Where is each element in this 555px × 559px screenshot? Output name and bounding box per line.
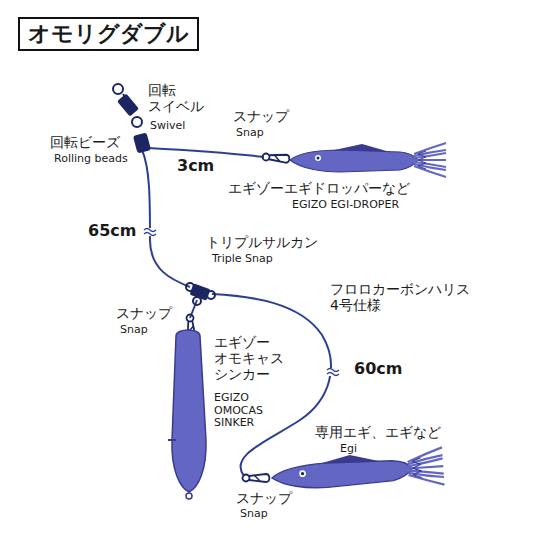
part-label: 専用エギ、エギなど <box>315 424 441 440</box>
english-label: Snap <box>236 127 264 140</box>
swivel-symbol <box>113 84 142 127</box>
english-label: EGIZO EGI-DROPER <box>292 199 399 212</box>
title-box: オモリグダブル <box>18 17 199 51</box>
line-segment <box>148 148 264 157</box>
length-label: 65cm <box>86 222 138 240</box>
english-label: Egi <box>340 443 357 456</box>
length-label: 3cm <box>175 157 216 175</box>
triple-swivel-symbol <box>186 283 215 305</box>
length-break-mark <box>326 368 340 376</box>
part-label: 回転 スイベル <box>148 82 204 114</box>
egi-dropper-lure <box>290 143 446 177</box>
english-label: Rolling beads <box>54 153 128 166</box>
snap-symbol <box>262 153 289 163</box>
length-label: 60cm <box>352 360 404 378</box>
snap-symbol <box>243 474 270 482</box>
english-label: Snap <box>120 324 148 337</box>
part-label: フロロカーボンハリス 4号仕様 <box>330 281 470 313</box>
part-label: スナップ <box>236 490 292 506</box>
egi-lure <box>271 447 445 496</box>
part-label: スナップ <box>116 305 172 321</box>
part-label: スナップ <box>233 108 289 124</box>
english-label: Triple Snap <box>212 253 273 266</box>
english-label: EGIZO OMOCAS SINKER <box>214 392 263 430</box>
rolling-bead <box>133 132 151 153</box>
length-break-mark <box>143 228 157 236</box>
part-label: トリプルサルカン <box>206 234 318 250</box>
sinker-symbol <box>168 330 206 499</box>
line-segment <box>212 294 331 476</box>
english-label: Swivel <box>150 120 185 133</box>
part-label: エギゾー オモキャス シンカー <box>214 334 284 382</box>
part-label: 回転ビーズ <box>50 134 120 150</box>
part-label: エギゾーエギドロッパーなど <box>228 180 410 196</box>
english-label: Snap <box>240 508 268 521</box>
